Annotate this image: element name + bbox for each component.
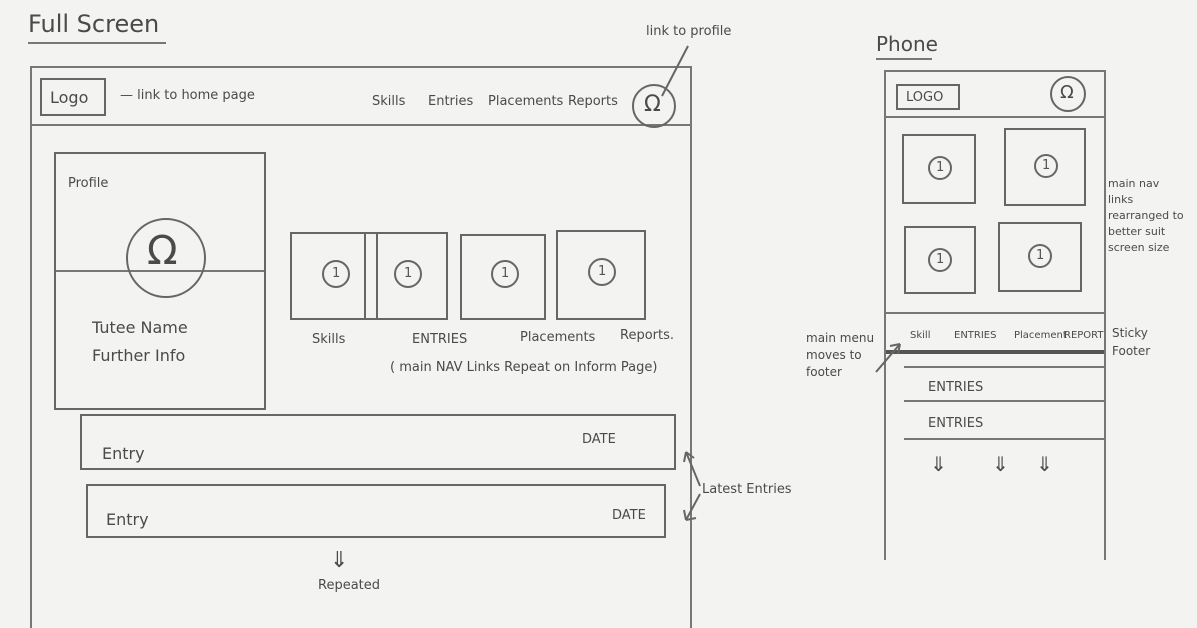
profile-card[interactable]: Profile — [54, 152, 266, 410]
tile-icon: 1 — [928, 156, 952, 180]
repeated-note: Repeated — [318, 578, 381, 593]
nav-entries[interactable]: Entries — [428, 94, 474, 109]
full-header-bottom — [30, 124, 692, 126]
footer-item-skill[interactable]: Skill — [910, 330, 931, 341]
footer-item-entries[interactable]: ENTRIES — [954, 330, 997, 341]
profile-avatar-large-icon: Ω — [126, 218, 206, 298]
footer-item-report[interactable]: REPORT — [1064, 330, 1104, 341]
tile-icon: 1 — [322, 260, 350, 288]
entry-label: Entry — [106, 510, 149, 529]
profile-label: Profile — [68, 176, 109, 191]
latest-entries-note: Latest Entries — [702, 482, 792, 497]
tile-icon: 1 — [1028, 244, 1052, 268]
nav-placements[interactable]: Placements — [488, 94, 564, 109]
phone-frame-top — [884, 70, 1106, 72]
phone-tile[interactable]: 1 — [902, 134, 976, 204]
entry-row[interactable]: Entry DATE — [80, 414, 676, 470]
phone-title-underline — [876, 58, 932, 60]
profile-avatar-icon[interactable]: Ω — [632, 84, 676, 128]
profile-name: Tutee Name — [92, 318, 188, 337]
logo[interactable]: Logo — [40, 78, 106, 116]
tile-placements[interactable]: 1 — [460, 234, 546, 320]
phone-tile[interactable]: 1 — [904, 226, 976, 294]
entry-date: DATE — [612, 508, 646, 523]
down-arrow-icon: ⇓ — [930, 452, 947, 476]
phone-list-divider — [904, 366, 1104, 368]
phone-logo[interactable]: LOGO — [896, 84, 960, 110]
sticky-footer-note: Sticky Footer — [1112, 326, 1151, 358]
tile-icon: 1 — [588, 258, 616, 286]
phone-footer-top — [884, 312, 1106, 314]
tile-label-entries: ENTRIES — [412, 332, 468, 347]
down-arrow-icon: ⇓ — [992, 452, 1009, 476]
full-screen-title: Full Screen — [28, 10, 160, 38]
main-menu-moves-note: main menu moves to footer — [806, 331, 875, 379]
link-to-profile-note: link to profile — [646, 24, 732, 39]
entry-row[interactable]: Entry DATE — [86, 484, 666, 538]
main-nav-note: ( main NAV Links Repeat on Inform Page) — [390, 360, 658, 375]
tile-label-skills: Skills — [312, 332, 346, 347]
tile-icon: 1 — [394, 260, 422, 288]
link-to-home-note: — link to home page — [120, 88, 255, 103]
phone-list-item[interactable]: ENTRIES — [928, 416, 984, 431]
tile-icon: 1 — [491, 260, 519, 288]
phone-title: Phone — [876, 32, 938, 56]
nav-reports[interactable]: Reports — [568, 94, 618, 109]
full-frame-left — [30, 66, 32, 628]
profile-info: Further Info — [92, 346, 186, 365]
phone-footer-bottom — [886, 350, 1104, 354]
omega-icon: Ω — [644, 92, 661, 117]
tile-label-placements: Placements — [520, 330, 596, 345]
phone-list-divider — [904, 438, 1104, 440]
entry-label: Entry — [102, 444, 145, 463]
footer-item-placement[interactable]: Placement — [1014, 330, 1067, 341]
phone-list-item[interactable]: ENTRIES — [928, 380, 984, 395]
nav-skills[interactable]: Skills — [372, 94, 406, 109]
phone-avatar-icon[interactable]: Ω — [1050, 76, 1086, 112]
phone-logo-text: LOGO — [906, 90, 944, 105]
phone-header-bottom — [884, 116, 1106, 118]
omega-icon: Ω — [147, 228, 178, 274]
full-frame-right — [690, 66, 692, 628]
phone-list-divider — [904, 400, 1104, 402]
entry-date: DATE — [582, 432, 616, 447]
full-screen-title-underline — [28, 42, 166, 44]
phone-tile[interactable]: 1 — [1004, 128, 1086, 206]
tile-reports[interactable]: 1 — [556, 230, 646, 320]
phone-tile[interactable]: 1 — [998, 222, 1082, 292]
tile-icon: 1 — [928, 248, 952, 272]
main-nav-rearranged-note: main nav links rearranged to better suit… — [1108, 177, 1184, 254]
down-arrow-icon: ⇓ — [330, 548, 349, 573]
omega-icon: Ω — [1060, 82, 1074, 103]
tile-entries[interactable]: 1 — [364, 232, 448, 320]
tile-icon: 1 — [1034, 154, 1058, 178]
full-frame-top — [30, 66, 692, 68]
logo-text: Logo — [50, 88, 89, 107]
down-arrow-icon: ⇓ — [1036, 452, 1053, 476]
tile-label-reports: Reports. — [620, 328, 674, 343]
tile-skills[interactable]: 1 — [290, 232, 378, 320]
phone-frame-left — [884, 70, 886, 560]
phone-frame-right — [1104, 70, 1106, 560]
